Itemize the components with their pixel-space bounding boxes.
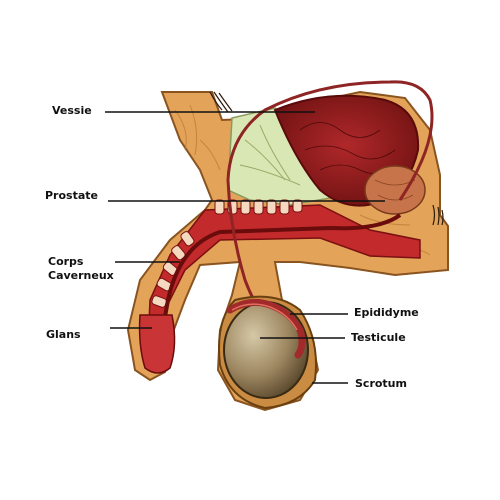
- prostate-gland: [364, 165, 426, 215]
- hair-strokes: [209, 91, 444, 226]
- epididymis-highlight: [231, 303, 298, 331]
- testis: [223, 301, 309, 399]
- label-vessie: Vessie: [52, 104, 92, 117]
- label-testicule: Testicule: [351, 331, 406, 344]
- gland-veins: [239, 124, 301, 186]
- label-corps-line1: Corps: [48, 255, 84, 268]
- leader-lines: [105, 111, 385, 384]
- glans: [138, 314, 176, 374]
- label-scrotum: Scrotum: [355, 377, 407, 390]
- label-epididyme: Epididyme: [354, 306, 419, 319]
- cavernous-chambers: [151, 199, 303, 308]
- vas-deferens: [226, 80, 434, 342]
- label-glans: Glans: [46, 328, 81, 341]
- epididymis: [226, 298, 306, 359]
- urethra: [158, 213, 402, 346]
- label-corps-line2: Caverneux: [48, 269, 114, 282]
- label-prostate: Prostate: [45, 189, 98, 202]
